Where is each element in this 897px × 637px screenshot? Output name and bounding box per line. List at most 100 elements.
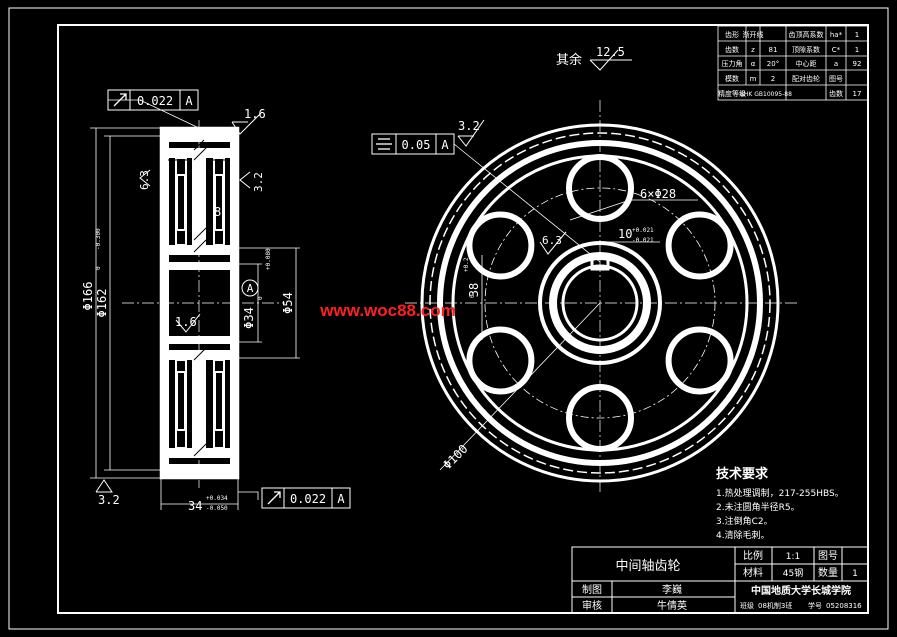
watermark: www.woc88.com xyxy=(319,301,455,320)
gear-table-cell: 齿数 xyxy=(725,45,739,54)
title-block xyxy=(571,546,869,614)
roughness-right: 3.2 xyxy=(252,172,265,192)
sym-tol-datum: A xyxy=(441,138,449,152)
qty-value: 1 xyxy=(852,569,858,579)
keyway-tol-lower: -0.021 xyxy=(632,237,654,244)
roughness-symbols-side xyxy=(95,111,263,493)
school-name: 中国地质大学长城学院 xyxy=(751,584,851,597)
roughness-top: 1.6 xyxy=(244,107,266,121)
student-no-value: 05208316 xyxy=(826,602,862,610)
tech-requirement-item: 4.清除毛刺。 xyxy=(716,529,770,541)
gear-table-cell: z xyxy=(751,46,755,54)
roughness-hole: 3.2 xyxy=(458,119,480,133)
width-dimension: 34 xyxy=(188,499,202,513)
roughness-hub: 1.6 xyxy=(175,315,197,329)
symmetry-tolerance-frame: 0.05 A xyxy=(371,133,455,155)
width-tol-upper: +0.034 xyxy=(206,495,228,502)
runout-icon xyxy=(267,491,281,505)
hole-pitch-circle xyxy=(484,187,716,419)
keyway-dimension: 10 xyxy=(618,227,632,241)
holes-dimension: 6×Φ28 xyxy=(640,187,676,201)
scale-label: 比例 xyxy=(743,549,763,562)
runout-bottom-value: 0.022 xyxy=(290,492,326,506)
scale-value: 1:1 xyxy=(786,552,800,562)
rim-bottom xyxy=(161,464,238,478)
sym-tol-value: 0.05 xyxy=(402,138,431,152)
roughness-key: 6.3 xyxy=(542,234,562,247)
gear-table-cell: 92 xyxy=(853,60,862,68)
hub-outer-circle xyxy=(538,241,662,365)
qty-label: 数量 xyxy=(818,566,838,579)
bore-tol-lower: 0 xyxy=(257,296,264,300)
roughness-bottom: 3.2 xyxy=(98,493,120,507)
gear-table-cell: 精度等级 xyxy=(718,89,746,98)
datum-a-marker xyxy=(241,279,259,297)
runout-datum: A xyxy=(185,94,193,108)
gear-table-cell: 顶隙系数 xyxy=(792,45,820,54)
pitch-circle xyxy=(429,132,771,474)
keyway-tol-upper: +0.021 xyxy=(632,227,654,234)
lightening-hole xyxy=(566,384,634,452)
gear-table-cell: 1 xyxy=(855,31,859,39)
rough-other-label: 其余 xyxy=(556,52,582,68)
checked-label: 审核 xyxy=(582,599,602,612)
od-tol-upper: 0 xyxy=(95,266,102,270)
gear-table-cell: C* xyxy=(832,46,841,54)
lightening-hole xyxy=(466,326,535,395)
gear-table-cell: 8HK GB10095-88 xyxy=(740,91,792,98)
gear-table-cell: 配对齿轮 xyxy=(792,74,820,83)
gear-table-cell: 压力角 xyxy=(722,59,743,68)
gear-table-cell: α xyxy=(751,60,756,68)
gear-table-cell: 齿数 xyxy=(829,89,843,98)
runout-icon xyxy=(113,93,127,107)
lightening-hole xyxy=(665,211,734,280)
class-value: 08机制3班 xyxy=(758,601,792,610)
gear-table-cell: 20° xyxy=(767,60,779,68)
keyway xyxy=(590,253,610,271)
gear-table-cell: 齿形 xyxy=(725,31,739,39)
part-name: 中间轴齿轮 xyxy=(615,559,680,574)
bore-dimension: Φ34 xyxy=(242,307,256,329)
gear-table-cell: 齿顶高系数 xyxy=(789,30,824,39)
gear-table-cell: a xyxy=(834,60,838,68)
student-no-label: 学号 xyxy=(808,601,822,610)
rough-other-value: 12.5 xyxy=(596,45,625,59)
roughness-left: 6.3 xyxy=(138,170,151,190)
gear-table-cell: 2 xyxy=(771,75,775,83)
od-tol-lower: -0.300 xyxy=(95,228,102,250)
material-value: 45钢 xyxy=(783,567,803,579)
lightening-holes xyxy=(466,154,734,452)
inner-border xyxy=(57,24,869,614)
runout-tol-value: 0.022 xyxy=(137,94,173,108)
gear-table-cell: 模数 xyxy=(725,74,739,83)
outer-border xyxy=(8,7,889,630)
datum-a-label: A xyxy=(247,282,254,295)
rib-thickness-dim: 8 xyxy=(214,205,221,219)
drawn-name: 李巍 xyxy=(662,583,682,596)
tech-requirement-item: 3.注倒角C2。 xyxy=(716,515,773,527)
key-depth-dimension: 38 xyxy=(467,283,481,297)
side-view-dimensions xyxy=(90,99,300,510)
material-label: 材料 xyxy=(743,566,763,579)
key-depth-tol-upper: +0.2 xyxy=(463,257,470,272)
key-depth-tol-lower: 0 xyxy=(469,294,476,298)
gear-table-cell: 1 xyxy=(855,46,859,54)
symmetry-icon xyxy=(376,138,392,150)
gear-table-cell: 81 xyxy=(769,46,778,54)
side-section-view xyxy=(122,120,285,488)
rim-circle xyxy=(437,140,763,466)
width-tol-lower: -0.050 xyxy=(206,505,228,512)
drawing-no-label: 图号 xyxy=(818,550,838,562)
tech-requirement-item: 2.未注圆角半径R5。 xyxy=(716,501,800,513)
hub-dimension: Φ54 xyxy=(281,292,295,314)
lightening-hole xyxy=(566,154,634,222)
checked-name: 牛倩英 xyxy=(657,599,687,612)
gear-table-cell: 图号 xyxy=(829,75,843,83)
od-dimension: Φ166 xyxy=(81,282,95,311)
bore-circle xyxy=(561,264,639,342)
lightening-hole xyxy=(665,326,734,395)
runout-tolerance-frame-bottom: 0.022 A xyxy=(261,487,351,509)
